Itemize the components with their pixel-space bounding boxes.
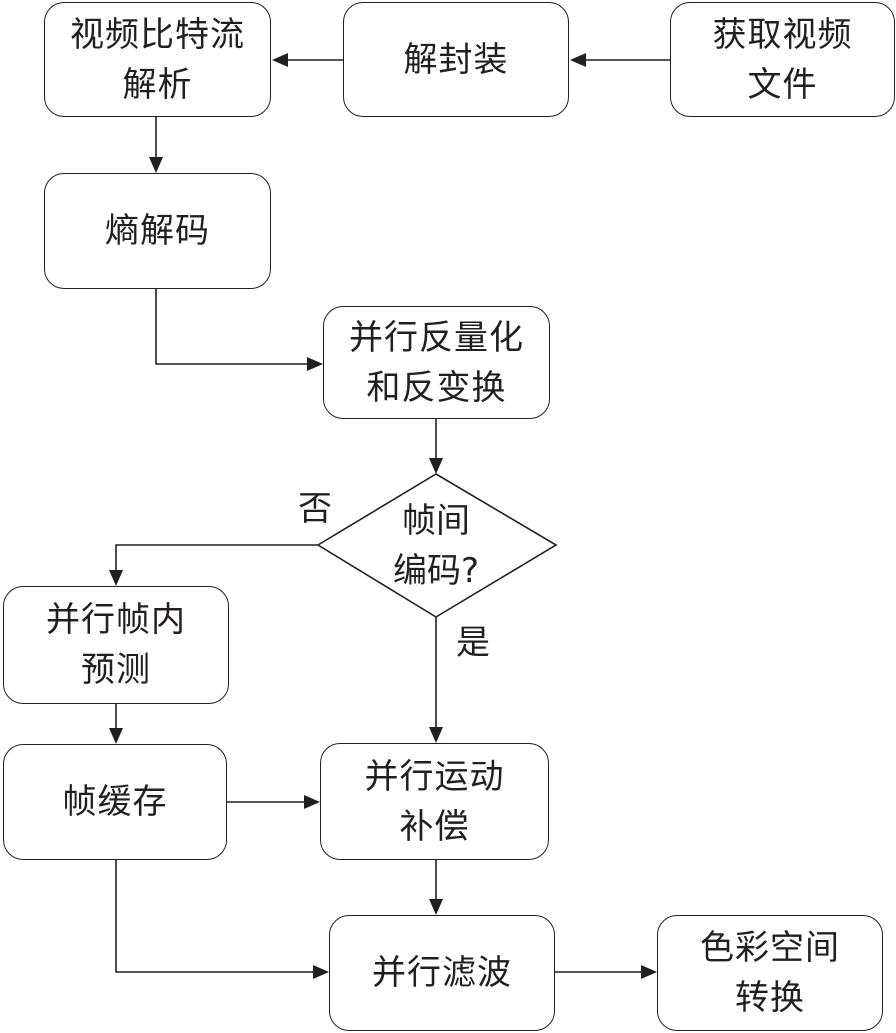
decision-label: 帧间 编码? (392, 501, 480, 591)
node-entropy-decode: 熵解码 (44, 173, 271, 289)
arrowhead-dequant (307, 357, 323, 371)
node-filter: 并行滤波 (329, 915, 555, 1031)
node-motion-comp: 并行运动 补偿 (320, 743, 549, 860)
node-entropy-decode-label: 熵解码 (105, 211, 210, 251)
arrowhead-buffer (109, 728, 123, 744)
node-intra-predict: 并行帧内 预测 (3, 586, 229, 704)
arrowhead-color (641, 965, 657, 979)
node-demux-label: 解封装 (403, 39, 509, 80)
node-intra-predict-label: 并行帧内 预测 (46, 600, 186, 690)
arrowhead-entropy (149, 157, 163, 173)
arrowhead-filter-side (313, 965, 329, 979)
edge-label-no: 否 (298, 489, 332, 529)
edge-label-yes: 是 (456, 623, 490, 663)
node-color-convert: 色彩空间 转换 (657, 915, 883, 1031)
arrowhead-parse (272, 53, 288, 67)
node-filter-label: 并行滤波 (372, 953, 512, 993)
edge-decision-no (115, 544, 318, 570)
node-demux: 解封装 (343, 2, 569, 117)
node-get-video-label: 获取视频 文件 (712, 14, 853, 105)
node-bitstream-parse: 视频比特流 解析 (44, 2, 271, 117)
node-bitstream-parse-label: 视频比特流 解析 (70, 14, 245, 105)
arrowhead-filter (429, 899, 443, 915)
node-get-video: 获取视频 文件 (670, 2, 895, 117)
node-frame-buffer: 帧缓存 (3, 744, 227, 860)
arrowhead-motion (429, 727, 443, 743)
edge-entropy-to-dequant (155, 289, 307, 365)
edge-buffer-to-filter (115, 860, 313, 973)
node-dequant-transform: 并行反量化 和反变换 (323, 306, 550, 419)
node-frame-buffer-label: 帧缓存 (62, 782, 168, 822)
arrowhead-intra (109, 570, 123, 586)
node-color-convert-label: 色彩空间 转换 (700, 928, 840, 1018)
node-motion-comp-label: 并行运动 补偿 (364, 756, 505, 847)
node-dequant-transform-label: 并行反量化 和反变换 (349, 317, 524, 408)
arrowhead-demux (570, 53, 586, 67)
arrowhead-decision (429, 458, 443, 474)
arrowhead-motion-side (304, 795, 320, 809)
